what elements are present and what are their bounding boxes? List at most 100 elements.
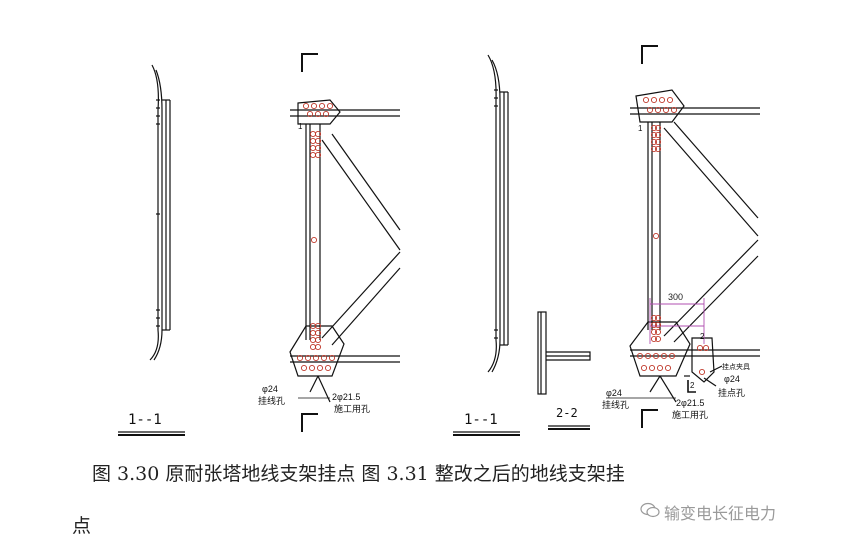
bolt-hole [670, 106, 678, 114]
figure-caption: 图 3.30 原耐张塔地线支架挂点 图 3.31 整改之后的地线支架挂 [92, 463, 625, 485]
bolt-hole [308, 364, 316, 372]
bolt-hole [654, 145, 662, 153]
label-d24-right: φ24 [606, 388, 622, 398]
mark-1-right: 1 [638, 124, 643, 133]
bolt-hole [310, 236, 318, 244]
bolt-hole [668, 352, 676, 360]
bolt-hole [698, 368, 706, 376]
bolt-hole [650, 124, 658, 132]
bolt-hole [314, 336, 322, 344]
bolt-hole [314, 130, 322, 138]
bolt-hole [314, 144, 322, 152]
mark-2-top: 2 [700, 332, 705, 341]
side-view-right [453, 54, 520, 436]
bolt-hole [316, 364, 324, 372]
bolt-hole [314, 343, 322, 351]
front-view-left [289, 53, 401, 432]
bolt-hole [309, 130, 317, 138]
label-hang-hole-right: 挂线孔 [602, 400, 630, 410]
bolt-hole [654, 321, 662, 329]
bolt-hole [302, 102, 310, 110]
bolt-hole [650, 314, 658, 322]
bolt-hole [654, 131, 662, 139]
bolt-hole [650, 328, 658, 336]
bolt-hole [309, 151, 317, 159]
label-d215-left: 2φ21.5 [332, 392, 361, 402]
bolt-hole [314, 137, 322, 145]
section-2-2 [537, 311, 591, 430]
bolt-hole [660, 352, 668, 360]
bolt-hole [309, 329, 317, 337]
label-d215-right: 2φ21.5 [676, 398, 705, 408]
bolt-hole [654, 124, 662, 132]
label-construction-hole-right: 施工用孔 [672, 410, 709, 420]
bolt-hole [654, 106, 662, 114]
bolt-hole [642, 96, 650, 104]
bolt-hole [312, 354, 320, 362]
bolt-hole [650, 145, 658, 153]
bolt-hole [652, 232, 660, 240]
label-hang-hole-left: 挂线孔 [258, 396, 286, 406]
bolt-hole [300, 364, 308, 372]
bolt-hole [324, 364, 332, 372]
bolt-hole [310, 102, 318, 110]
bolt-hole [309, 336, 317, 344]
bolt-hole [322, 110, 330, 118]
bolt-hole [702, 344, 710, 352]
bolt-hole [664, 364, 672, 372]
bolt-hole [662, 106, 670, 114]
bolt-hole [314, 322, 322, 330]
bolt-hole [304, 354, 312, 362]
label-construction-hole-left: 施工用孔 [334, 404, 371, 414]
bolt-hole [650, 138, 658, 146]
bolt-hole [328, 354, 336, 362]
side-view-left [118, 64, 185, 436]
label-hang-point-hole: 挂点孔 [718, 388, 746, 398]
mark-1-left: 1 [298, 122, 303, 131]
bolt-hole [654, 335, 662, 343]
bolt-hole [654, 328, 662, 336]
bolt-hole [666, 96, 674, 104]
bolt-hole [658, 96, 666, 104]
bolt-hole [650, 96, 658, 104]
bolt-hole [646, 106, 654, 114]
bolt-hole [656, 364, 664, 372]
bolt-hole [320, 354, 328, 362]
bolt-hole [296, 354, 304, 362]
mark-2-bottom: 2 [690, 381, 695, 390]
figure-caption-continued: 点 [72, 515, 92, 537]
bolt-hole [314, 151, 322, 159]
label-d24-left: φ24 [262, 384, 278, 394]
bolt-hole [326, 102, 334, 110]
bolt-hole [636, 352, 644, 360]
wechat-icon [640, 502, 660, 518]
bolts-right [636, 96, 710, 376]
bolt-hole [654, 314, 662, 322]
label-dim-300: 300 [668, 292, 684, 302]
dimension-300 [649, 298, 705, 344]
section-label-right: 1--1 [464, 412, 498, 428]
bolt-hole [650, 335, 658, 343]
bolts-left [296, 102, 336, 372]
bolt-hole [314, 329, 322, 337]
bolt-hole [654, 138, 662, 146]
front-view-right [606, 45, 760, 428]
label-d24-plate: φ24 [724, 374, 740, 384]
bolt-hole [648, 364, 656, 372]
bolt-hole [650, 321, 658, 329]
watermark-text: 输变电长征电力 [664, 504, 777, 523]
bolt-hole [309, 144, 317, 152]
section-label-left: 1--1 [128, 412, 162, 428]
bolt-hole [309, 137, 317, 145]
bolt-hole [696, 344, 704, 352]
bolt-hole [652, 352, 660, 360]
bolt-hole [640, 364, 648, 372]
bolt-hole [318, 102, 326, 110]
label-clamp-note: 挂点夹具 [722, 364, 750, 371]
bolt-hole [644, 352, 652, 360]
bolt-hole [306, 110, 314, 118]
section-label-2-2: 2-2 [556, 406, 578, 420]
bolt-hole [309, 343, 317, 351]
bolt-hole [650, 131, 658, 139]
